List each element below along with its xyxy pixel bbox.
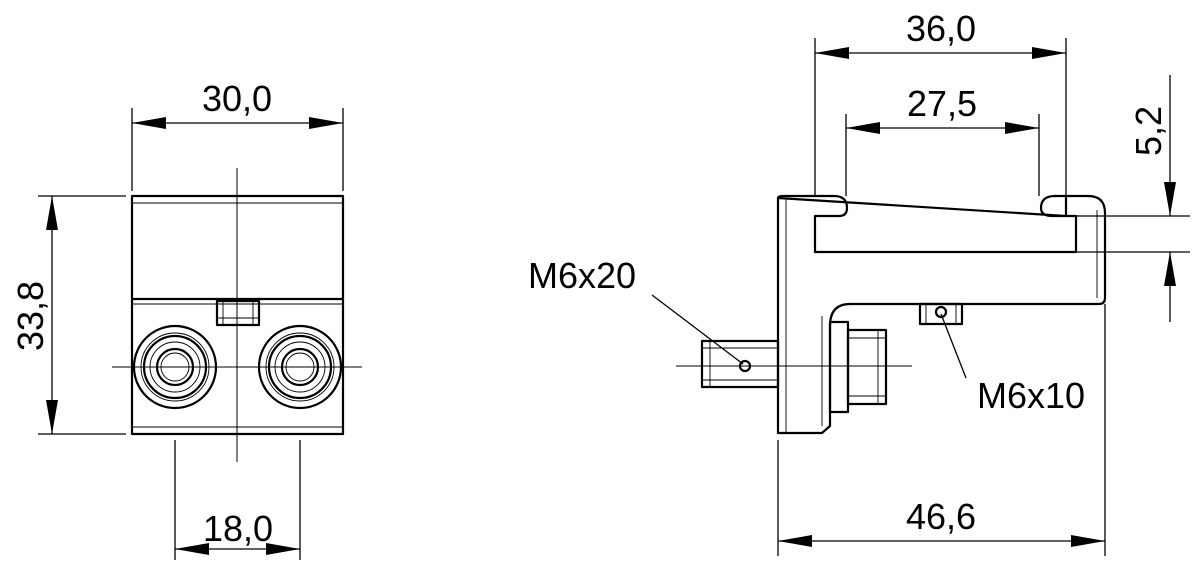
side-profile-outline bbox=[776, 194, 1107, 435]
arrowhead bbox=[175, 543, 209, 555]
arrowhead bbox=[309, 117, 343, 129]
arrowhead bbox=[1005, 122, 1039, 134]
leader-line-m6x20 bbox=[651, 294, 744, 365]
side-long-screw bbox=[700, 339, 780, 389]
arrowhead bbox=[1164, 182, 1176, 216]
arrowhead bbox=[846, 122, 880, 134]
front-hole-spacing-label: 18,0 bbox=[203, 508, 273, 549]
callout-m6x20: M6x20 bbox=[528, 255, 636, 296]
arrowhead bbox=[132, 117, 166, 129]
side-set-screw bbox=[918, 302, 964, 326]
side-total-length-label: 46,6 bbox=[906, 496, 976, 537]
arrowhead bbox=[1164, 252, 1176, 286]
arrowhead bbox=[266, 543, 300, 555]
front-height-label: 33,8 bbox=[10, 281, 51, 351]
arrowhead bbox=[1071, 535, 1105, 547]
arrowhead bbox=[778, 535, 812, 547]
side-inner-width-label: 27,5 bbox=[907, 83, 977, 124]
side-slot-height-label: 5,2 bbox=[1128, 106, 1169, 156]
front-width-label: 30,0 bbox=[202, 78, 272, 119]
callout-m6x10: M6x10 bbox=[977, 375, 1085, 416]
side-nut-body bbox=[846, 328, 888, 406]
front-set-screw bbox=[215, 299, 261, 327]
leader-line-m6x10 bbox=[940, 313, 967, 379]
side-outer-width-label: 36,0 bbox=[906, 8, 976, 49]
side-view: 36,0 27,5 5,2 46,6 M6x20 M6x10 bbox=[528, 8, 1190, 556]
arrowhead bbox=[46, 400, 58, 434]
arrowhead bbox=[46, 196, 58, 230]
arrowhead bbox=[1032, 47, 1066, 59]
front-view: 30,0 33,8 18,0 bbox=[10, 78, 362, 560]
side-set-screw-point bbox=[934, 305, 948, 319]
side-nut-collar bbox=[828, 320, 850, 414]
arrowhead bbox=[815, 47, 849, 59]
